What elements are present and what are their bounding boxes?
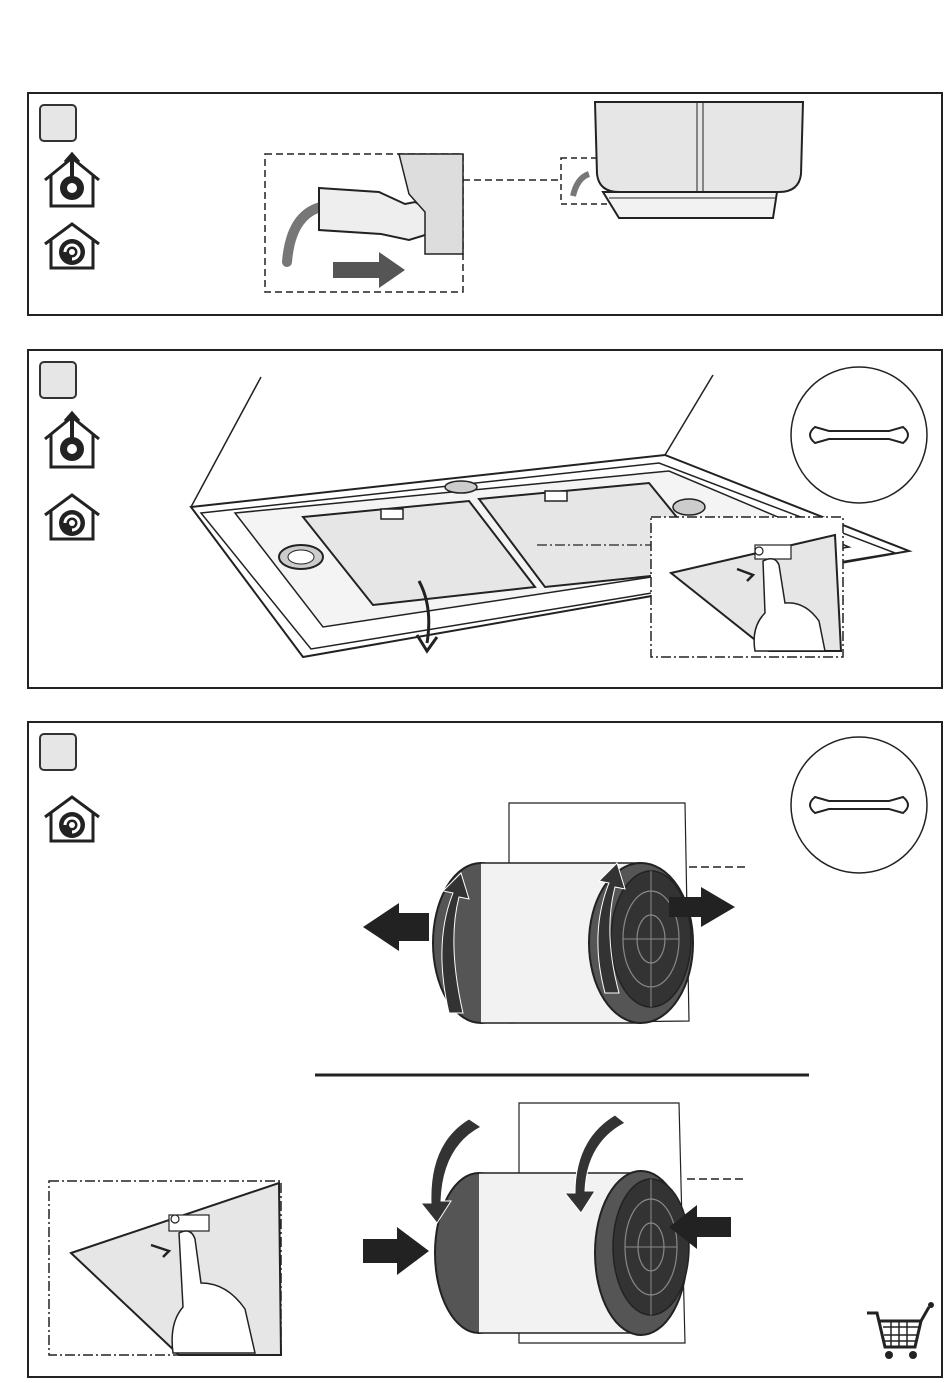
grease-filter-removal-illustration: [29, 351, 945, 691]
step-panel-3: [27, 721, 943, 1378]
carbon-filter-illustration: [29, 723, 945, 1380]
step-panel-1: [27, 92, 943, 316]
step-panel-2: [27, 349, 943, 689]
carbon-filter-removal: [363, 803, 749, 1023]
duct-connector-illustration: [29, 94, 945, 318]
carbon-filter-installation: [363, 1103, 745, 1343]
shopping-cart-icon: [867, 1302, 934, 1359]
